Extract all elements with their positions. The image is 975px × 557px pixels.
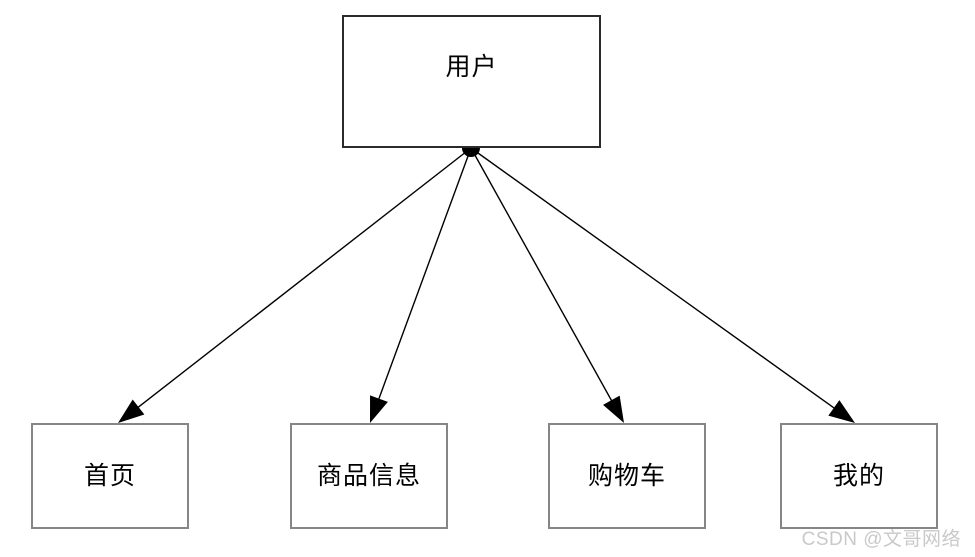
node-label-mine: 我的 — [832, 462, 885, 490]
arrowhead-2 — [603, 395, 624, 423]
node-box-product-info[interactable]: 商品信息 — [290, 423, 448, 529]
arrowhead-0 — [118, 399, 145, 423]
node-label-home: 首页 — [83, 462, 136, 490]
node-label-root: 用户 — [445, 54, 498, 81]
edge-line-3 — [470, 147, 840, 412]
node-box-shopping-cart[interactable]: 购物车 — [548, 423, 706, 529]
edge-group — [118, 147, 855, 423]
node-box-home[interactable]: 首页 — [31, 423, 189, 529]
edge-line-2 — [470, 147, 615, 406]
arrowhead-3 — [828, 400, 855, 423]
node-box-mine[interactable]: 我的 — [780, 423, 938, 529]
edge-line-1 — [376, 147, 472, 405]
node-box-root[interactable]: 用户 — [342, 15, 601, 148]
edge-line-0 — [133, 147, 472, 412]
watermark-text: CSDN @文哥网络 — [801, 529, 961, 550]
node-label-shopping-cart: 购物车 — [587, 462, 666, 490]
arrowhead-1 — [370, 395, 388, 423]
node-label-product-info: 商品信息 — [316, 462, 421, 490]
